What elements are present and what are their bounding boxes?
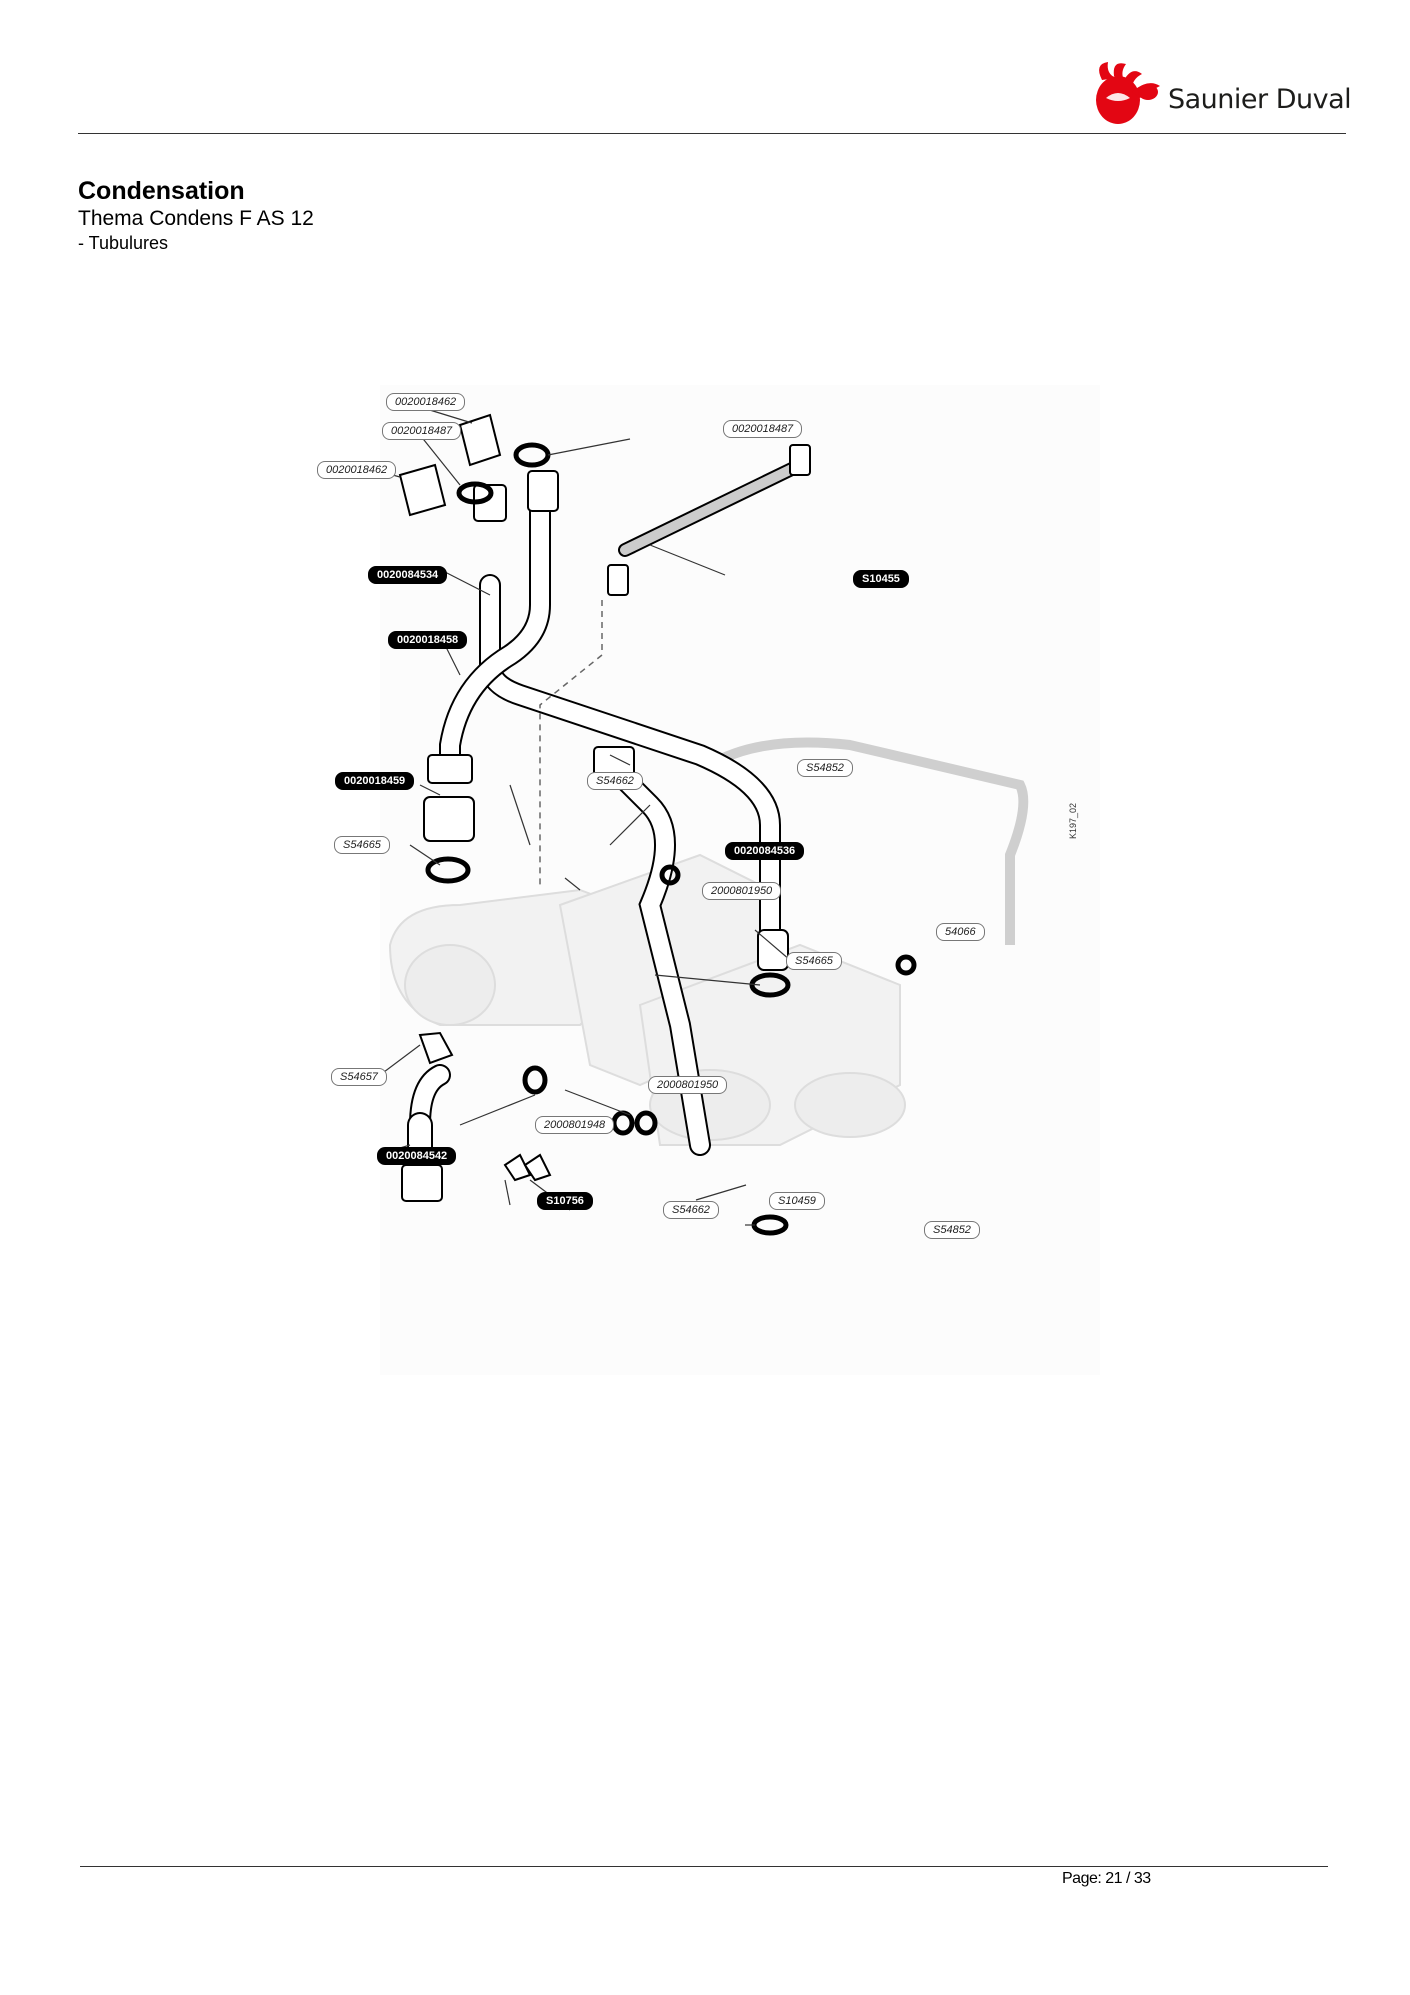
part-callout: S54657 [331, 1068, 387, 1086]
boiler-body-outline [388, 853, 906, 1146]
part-callout: 0020018487 [382, 422, 462, 440]
part-callout: 0020084534 [368, 566, 448, 584]
diagram-drawing [380, 385, 1100, 1375]
part-callout: S54852 [797, 759, 853, 777]
part-callout: S54852 [924, 1221, 980, 1239]
part-callout: S10756 [537, 1192, 593, 1210]
part-callout: S54665 [786, 952, 842, 970]
title-block: Condensation Thema Condens F AS 12 - Tub… [78, 176, 314, 254]
part-callout: 2000801948 [535, 1116, 615, 1134]
brand-logo: Saunier Duval [1088, 58, 1358, 130]
part-callout: S10455 [853, 570, 909, 588]
clips [398, 413, 552, 1182]
part-callout: 0020018462 [317, 461, 397, 479]
part-callout: 0020018459 [335, 772, 415, 790]
page-number: Page: 21 / 33 [1062, 1870, 1151, 1887]
part-callout: 0020018462 [386, 393, 466, 411]
return-pipe-ghost [707, 737, 1029, 945]
drawing-reference: K197_02 [1068, 802, 1078, 839]
page-header: Saunier Duval [0, 0, 1410, 140]
assembly-centerline [539, 600, 603, 885]
exploded-parts-diagram: 0020018462 0020018487 0020018487 0020018… [317, 385, 1100, 1375]
brand-name: Saunier Duval [1168, 84, 1352, 115]
part-callout: S54662 [663, 1201, 719, 1219]
flame-bird-icon [1096, 62, 1160, 124]
header-divider [78, 133, 1346, 134]
part-callout: 54066 [936, 923, 985, 941]
part-callout: S54665 [334, 836, 390, 854]
model-name: Thema Condens F AS 12 [78, 207, 314, 230]
pipe-group [407, 458, 807, 1188]
section-label: - Tubulures [78, 233, 169, 253]
part-callout: 0020018487 [723, 420, 803, 438]
part-callout: S10459 [769, 1192, 825, 1210]
part-callout: 0020084536 [725, 842, 805, 860]
document-title: Condensation [78, 177, 245, 205]
part-callout: 0020018458 [388, 631, 468, 649]
footer-divider [80, 1866, 1328, 1867]
part-callout: 2000801950 [648, 1076, 728, 1094]
part-callout: S54662 [587, 772, 643, 790]
part-callout: 2000801950 [702, 882, 782, 900]
part-callout: 0020084542 [377, 1147, 457, 1165]
